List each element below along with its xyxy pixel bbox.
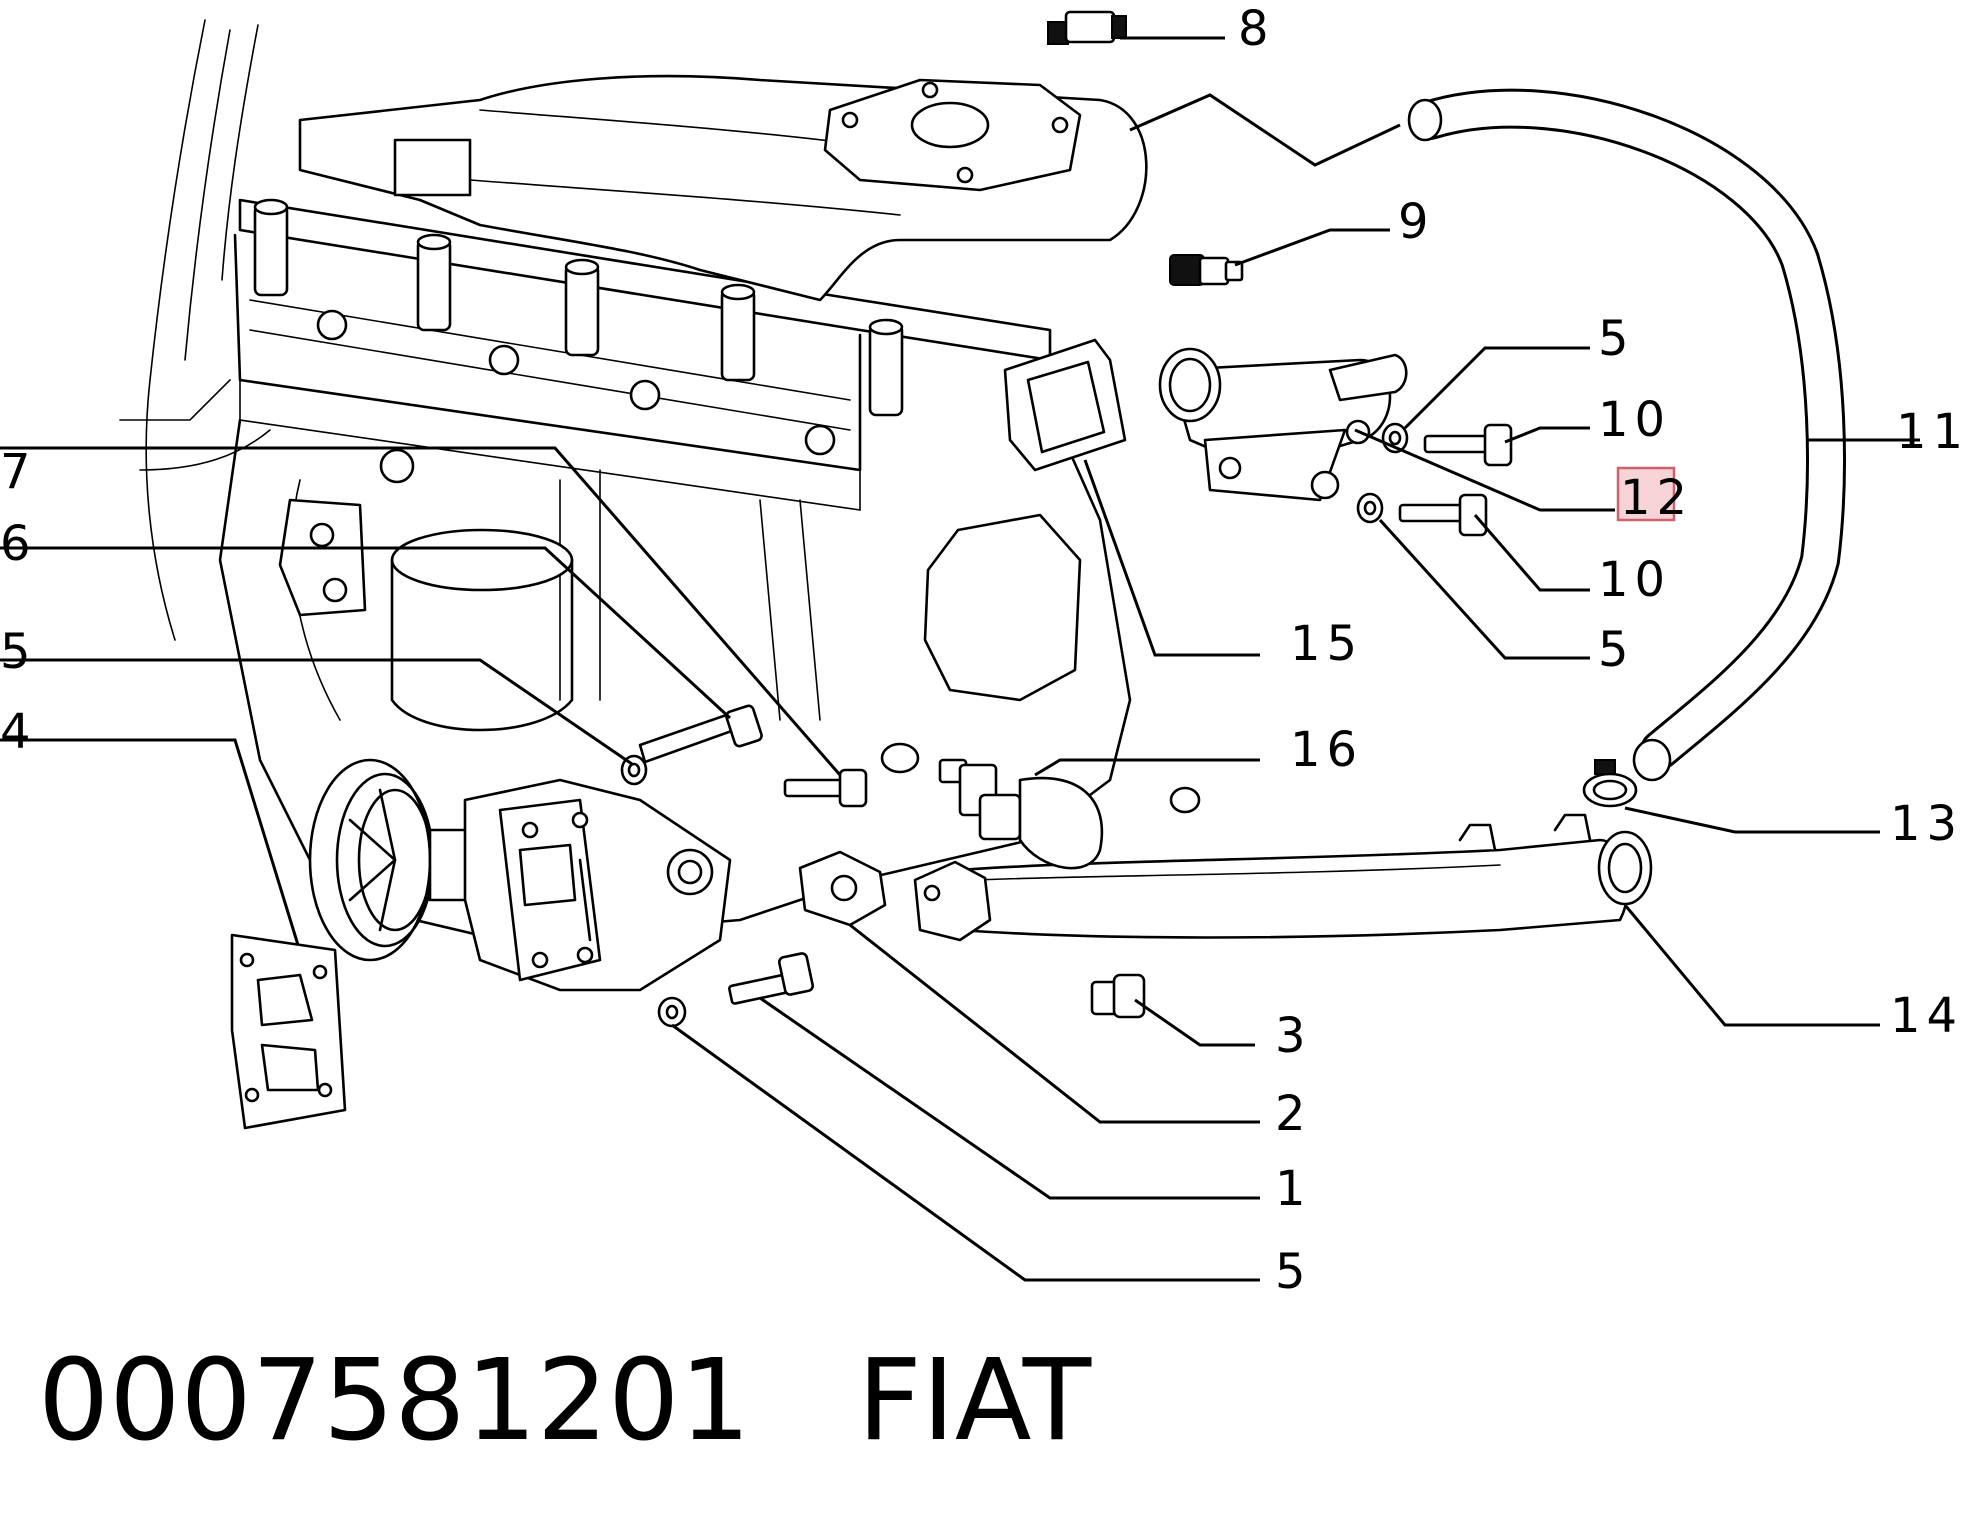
part-5-washer-bottom [657, 996, 687, 1028]
callout-10-lower: 10 [1598, 552, 1671, 608]
part-1-bolt [728, 952, 815, 1005]
callout-2: 2 [1275, 1086, 1312, 1142]
callout-4: 4 [0, 704, 37, 760]
brand-name: FIAT [857, 1336, 1092, 1466]
callout-5-left: 5 [0, 624, 37, 680]
callout-16: 16 [1290, 722, 1363, 778]
callout-9: 9 [1398, 194, 1435, 250]
part-12-thermostat-housing [1003, 338, 1408, 502]
callout-8: 8 [1238, 1, 1275, 57]
part-14-water-pipe [913, 813, 1653, 942]
part-10-bolt-lower [1398, 493, 1488, 537]
callout-15: 15 [1290, 616, 1363, 672]
part-9-plug [1169, 254, 1244, 286]
part-5-washer-lower [1356, 492, 1384, 524]
callout-3: 3 [1275, 1008, 1312, 1064]
part-10-bolt-upper [1423, 423, 1513, 467]
callout-14: 14 [1890, 988, 1963, 1044]
callout-5-upper-right: 5 [1598, 311, 1635, 367]
leader-lines [0, 36, 1920, 1282]
callout-5-lower-right: 5 [1598, 622, 1635, 678]
callout-1: 1 [1275, 1161, 1312, 1217]
part-6-long-bolt [638, 704, 763, 764]
part-11-upper-hose [1407, 88, 1846, 782]
part-4-pump-gasket [230, 933, 347, 1130]
callouts: 8 9 5 10 11 12 10 5 15 7 6 5 4 16 13 14 … [0, 1, 1966, 1300]
callout-6: 6 [0, 516, 37, 572]
part-13-hose-clamp [1582, 759, 1638, 808]
part-8-temperature-sender [1047, 10, 1127, 45]
part-number: 0007581201 [38, 1336, 751, 1466]
engine-block-illustration [119, 19, 1201, 942]
part-7-bolt [783, 768, 868, 808]
callout-12: 12 [1620, 470, 1693, 526]
callout-11: 11 [1896, 404, 1966, 460]
part-3-drain-plug [1090, 973, 1146, 1019]
callout-13: 13 [1890, 796, 1963, 852]
callout-7: 7 [0, 444, 37, 500]
part-2-gasket [798, 850, 887, 927]
part-caption: 0007581201 FIAT [38, 1345, 1091, 1457]
parts [230, 10, 1846, 1130]
callout-10-upper: 10 [1598, 392, 1671, 448]
part-16-temperature-switch [938, 758, 1104, 870]
callout-5-bottom: 5 [1275, 1244, 1312, 1300]
callout-12-highlight [1616, 466, 1676, 522]
part-4-water-pump [308, 758, 732, 992]
